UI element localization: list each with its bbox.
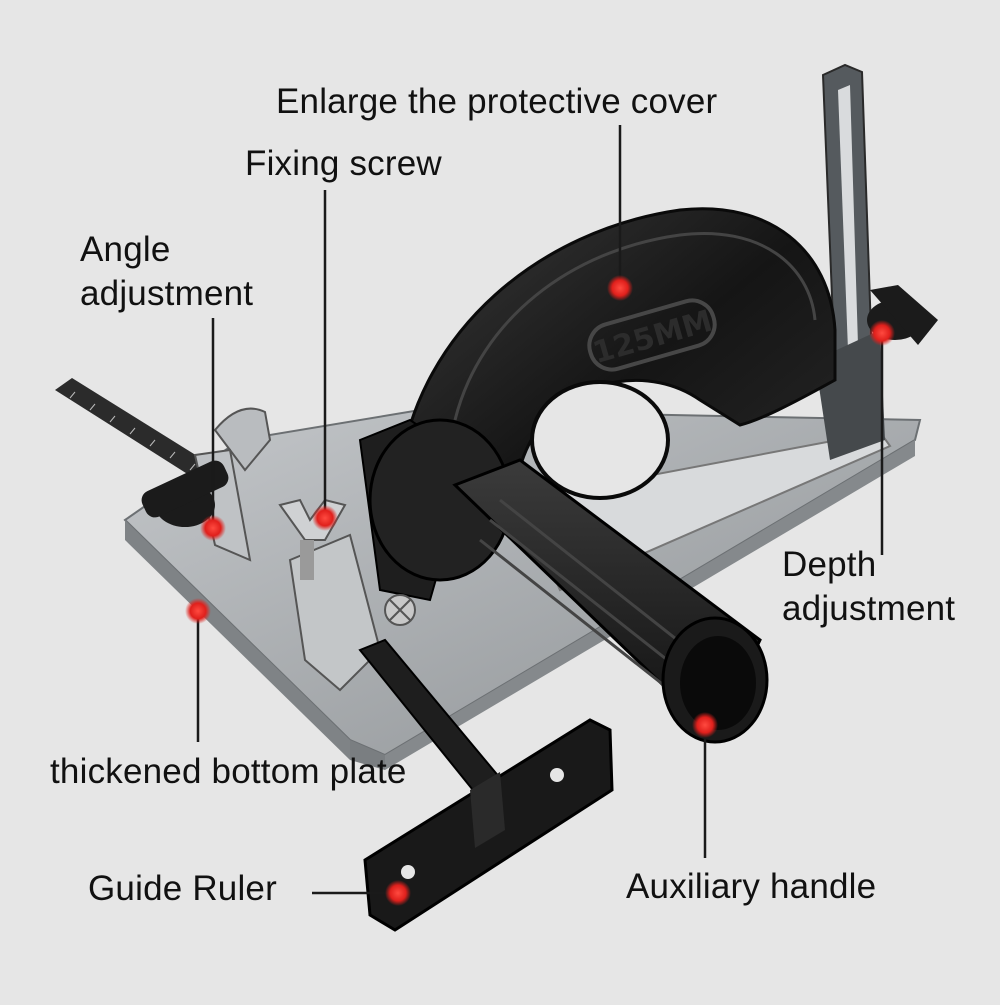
- label-angle-adjustment: Angle adjustment: [80, 230, 254, 313]
- label-protective-cover: Enlarge the protective cover: [276, 82, 718, 121]
- marker-dot: [200, 515, 226, 541]
- angle-bracket: [193, 407, 382, 692]
- marker-dot: [607, 275, 633, 301]
- marker-dot: [869, 320, 895, 346]
- depth-bracket: [815, 63, 885, 460]
- label-depth-adjustment: Depth adjustment: [782, 545, 956, 628]
- marker-dot: [185, 598, 211, 624]
- label-auxiliary-handle: Auxiliary handle: [626, 867, 877, 906]
- marker-dot: [385, 880, 411, 906]
- marker-dot: [312, 505, 338, 531]
- callout-markers: [185, 275, 895, 906]
- auxiliary-handle: [368, 418, 769, 744]
- label-fixing-screw: Fixing screw: [245, 144, 442, 183]
- angle-knob: [141, 460, 229, 527]
- label-guide-ruler: Guide Ruler: [88, 869, 277, 908]
- marker-dot: [692, 712, 718, 738]
- label-bottom-plate: thickened bottom plate: [50, 752, 407, 791]
- guide-ruler: [358, 638, 614, 932]
- leader-lines: [196, 125, 884, 895]
